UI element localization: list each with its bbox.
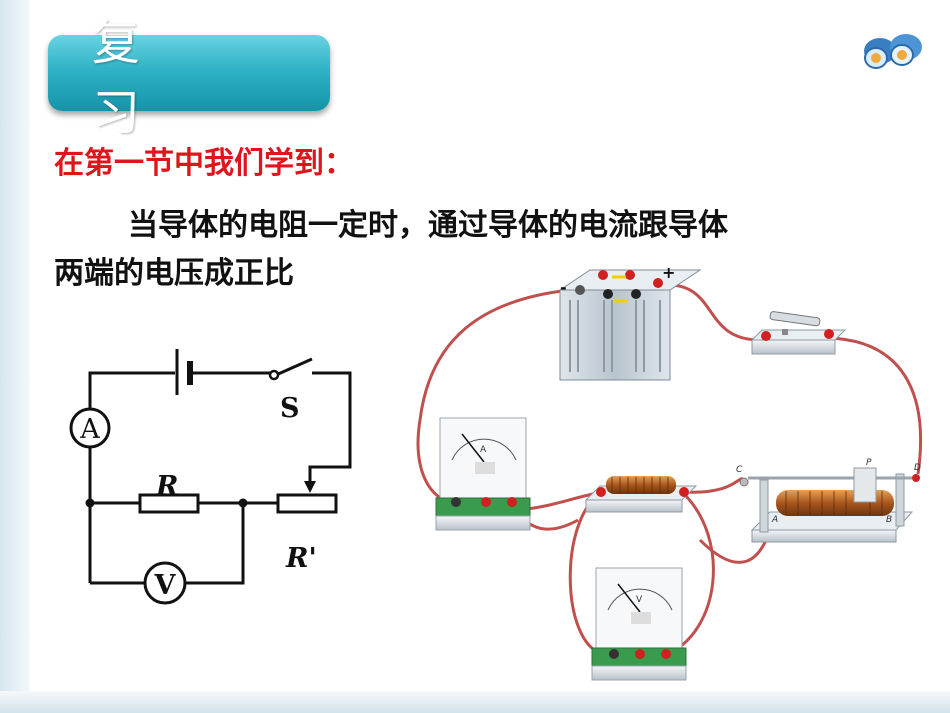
ammeter-apparatus: A: [435, 417, 531, 531]
battery-minus-label: -: [560, 278, 567, 297]
slide-title: 复 习: [92, 15, 185, 141]
voltmeter-apparatus: V: [591, 567, 687, 681]
ammeter-symbol: [69, 407, 111, 449]
binoculars-icon: [864, 34, 922, 69]
circuit-diagram: A V S R R': [69, 349, 352, 605]
voltmeter-label: V: [154, 570, 177, 601]
voltmeter-dial-letter: V: [636, 595, 643, 605]
rheostat-label: R': [285, 543, 317, 574]
rheostat-letter-d: D: [914, 463, 921, 473]
ammeter-label: A: [79, 414, 100, 445]
junction-dot-left: [85, 498, 95, 508]
paragraph-line-1: 当导体的电阻一定时，通过导体的电流跟导体: [128, 208, 728, 243]
rheostat-letter-a: A: [771, 515, 778, 525]
background-bottom-band: [0, 691, 950, 713]
battery-pack: - +: [558, 263, 702, 381]
voltmeter-symbol: [143, 561, 187, 605]
subtitle: 在第一节中我们学到：: [54, 146, 354, 181]
paragraph-line-2: 两端的电压成正比: [54, 256, 294, 291]
battery-plus-label: +: [662, 263, 675, 282]
rheostat-letter-c: C: [736, 465, 743, 475]
rheostat-slider-arrow: [304, 481, 316, 493]
sliding-rheostat-apparatus: C P D A B: [736, 458, 921, 543]
resistor-label: R: [155, 471, 178, 502]
rheostat-letter-b: B: [886, 515, 892, 525]
knife-switch: [750, 311, 847, 355]
ammeter-dial-letter: A: [480, 445, 487, 455]
fixed-resistor-apparatus: [584, 476, 698, 513]
summary-paragraph: 当导体的电阻一定时，通过导体的电流跟导体 两端的电压成正比: [54, 202, 884, 298]
background-left-band: [0, 0, 30, 713]
title-banner: 复 习: [48, 15, 330, 141]
rheostat-letter-p: P: [866, 458, 872, 468]
junction-dot-right: [238, 498, 248, 508]
switch-contact: [268, 369, 280, 381]
switch-label: S: [280, 393, 300, 424]
